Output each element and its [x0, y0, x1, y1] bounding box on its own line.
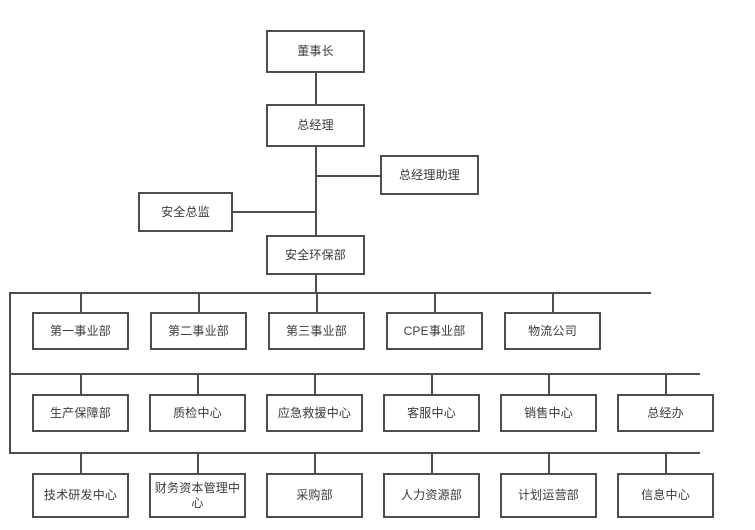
connector-stem-div-1 — [80, 292, 82, 312]
node-label: 销售中心 — [524, 405, 573, 420]
node-label: 第一事业部 — [49, 323, 111, 338]
div-3-node[interactable]: 第三事业部 — [268, 312, 365, 350]
sales-center-node[interactable]: 销售中心 — [500, 394, 597, 432]
finance-capital-node[interactable]: 财务资本管理中心 — [149, 473, 246, 518]
production-support-node[interactable]: 生产保障部 — [32, 394, 129, 432]
connector-stem-logistics-company — [552, 292, 554, 312]
node-label: 财务资本管理中心 — [154, 480, 241, 510]
node-label: CPE事业部 — [403, 323, 466, 338]
customer-service-node[interactable]: 客服中心 — [383, 394, 480, 432]
node-label: 总经理 — [297, 118, 334, 132]
node-label: 第二事业部 — [167, 323, 229, 338]
connector-stem-div-2 — [198, 292, 200, 312]
node-label: 技术研发中心 — [43, 488, 118, 502]
connector-stem-div-3 — [316, 292, 318, 312]
div-cpe-node[interactable]: CPE事业部 — [386, 312, 483, 350]
node-label: 质检中心 — [173, 405, 222, 420]
connector-stem-div-cpe — [434, 292, 436, 312]
connector-safety-env-down — [315, 275, 317, 294]
left-spine — [9, 292, 11, 454]
connector-stem-gm-office — [665, 373, 667, 394]
connector-stem-planning-operations — [548, 452, 550, 473]
connector-stem-production-support — [80, 373, 82, 394]
node-label: 总经办 — [647, 405, 684, 420]
safety-env-dept-node[interactable]: 安全环保部 — [266, 235, 365, 275]
connector-gm-to-safety-director — [233, 211, 316, 213]
connector-stem-procurement — [314, 452, 316, 473]
node-label: 生产保障部 — [49, 405, 111, 420]
emergency-rescue-node[interactable]: 应急救援中心 — [266, 394, 363, 432]
node-label: 第三事业部 — [285, 323, 347, 338]
node-label: 安全环保部 — [284, 247, 346, 262]
general-manager-node[interactable]: 总经理 — [266, 104, 365, 147]
information-center-node[interactable]: 信息中心 — [617, 473, 714, 518]
rnd-center-node[interactable]: 技术研发中心 — [32, 473, 129, 518]
connector-stem-human-resources — [431, 452, 433, 473]
procurement-node[interactable]: 采购部 — [266, 473, 363, 518]
connector-stem-customer-service — [431, 373, 433, 394]
logistics-company-node[interactable]: 物流公司 — [504, 312, 601, 350]
quality-center-node[interactable]: 质检中心 — [149, 394, 246, 432]
connector-stem-rnd-center — [80, 452, 82, 473]
connector-stem-quality-center — [197, 373, 199, 394]
planning-operations-node[interactable]: 计划运营部 — [500, 473, 597, 518]
node-label: 计划运营部 — [517, 488, 579, 502]
node-label: 人力资源部 — [400, 488, 462, 502]
connector-gm-to-assistant — [315, 175, 380, 177]
bus-functional-departments — [9, 452, 700, 454]
chairman-node[interactable]: 董事长 — [266, 30, 365, 73]
connector-chairman-to-gm — [315, 73, 317, 104]
div-2-node[interactable]: 第二事业部 — [150, 312, 247, 350]
gm-office-node[interactable]: 总经办 — [617, 394, 714, 432]
div-1-node[interactable]: 第一事业部 — [32, 312, 129, 350]
connector-stem-finance-capital — [197, 452, 199, 473]
node-label: 采购部 — [296, 488, 333, 502]
safety-director-node[interactable]: 安全总监 — [138, 192, 233, 232]
node-label: 应急救援中心 — [277, 405, 352, 420]
connector-stem-emergency-rescue — [314, 373, 316, 394]
connector-gm-trunk — [315, 147, 317, 235]
node-label: 安全总监 — [161, 204, 210, 219]
node-label: 董事长 — [297, 44, 334, 58]
connector-stem-information-center — [665, 452, 667, 473]
bus-business-divisions — [9, 292, 651, 294]
human-resources-node[interactable]: 人力资源部 — [383, 473, 480, 518]
node-label: 客服中心 — [407, 405, 456, 420]
gm-assistant-node[interactable]: 总经理助理 — [380, 155, 479, 195]
bus-support-centers — [9, 373, 700, 375]
connector-stem-sales-center — [548, 373, 550, 394]
node-label: 信息中心 — [641, 488, 690, 502]
node-label: 总经理助理 — [398, 167, 460, 182]
node-label: 物流公司 — [528, 323, 577, 338]
